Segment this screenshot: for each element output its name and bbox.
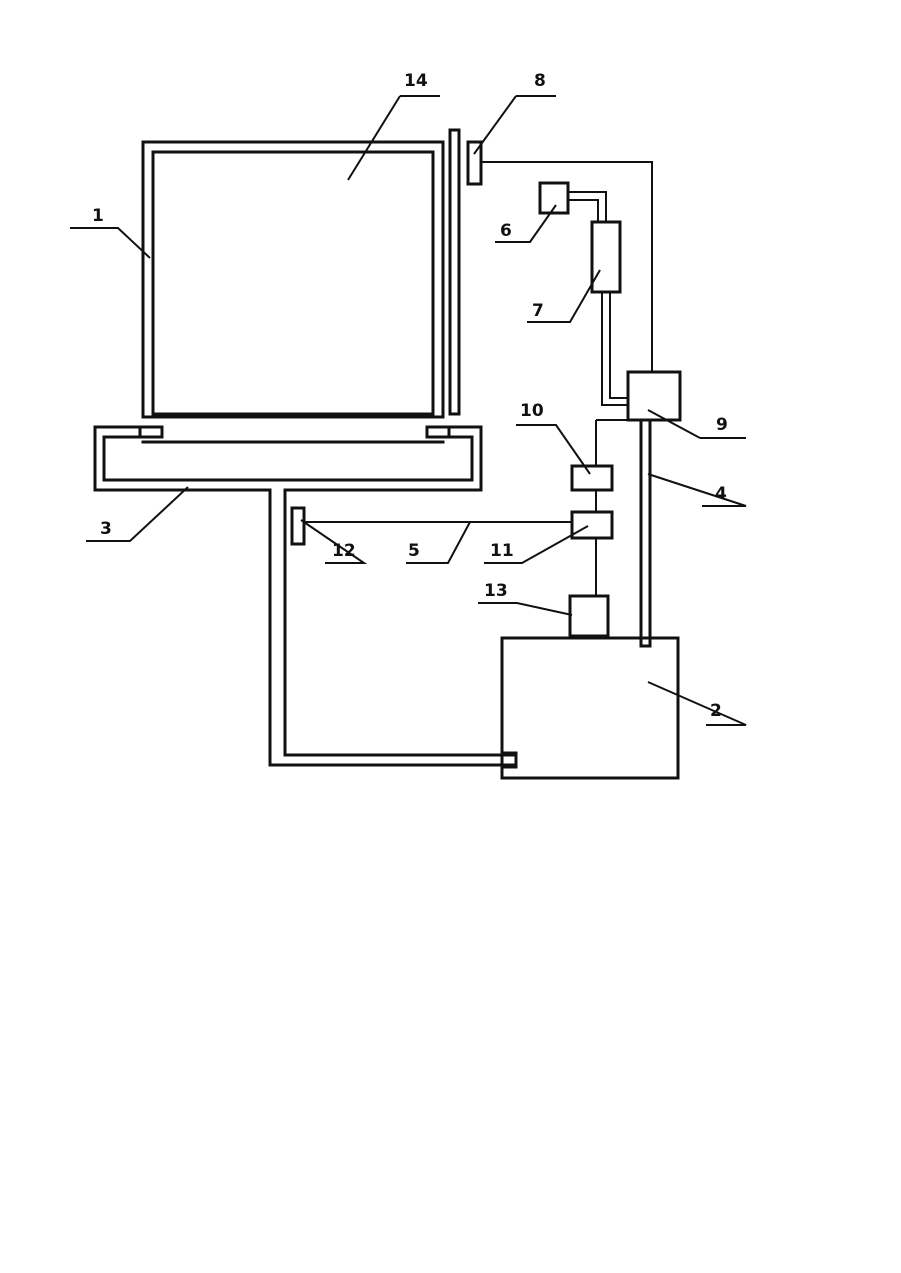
label-10: 10: [520, 401, 544, 421]
unit-7: [592, 222, 628, 405]
label-3: 3: [100, 519, 112, 539]
label-1: 1: [92, 206, 104, 226]
label-12: 12: [332, 541, 356, 561]
unit-6: [540, 183, 606, 222]
tank-frame-1: [143, 142, 443, 417]
label-4: 4: [715, 484, 727, 504]
label-6: 6: [500, 221, 512, 241]
label-13: 13: [484, 581, 508, 601]
label-14: 14: [404, 71, 428, 91]
unit-13: [570, 596, 608, 636]
unit-9: [596, 372, 680, 420]
unit-10: [572, 466, 612, 490]
bottom-channel-3: [95, 427, 516, 767]
label-2: 2: [710, 701, 722, 721]
side-pipe: [450, 130, 459, 414]
sensor-12: [292, 508, 304, 544]
sensor-8: [468, 142, 652, 372]
tank-2: [502, 638, 678, 778]
label-11: 11: [490, 541, 514, 561]
label-8: 8: [534, 71, 546, 91]
unit-11: [572, 512, 612, 538]
pipe-4: [641, 420, 650, 646]
label-9: 9: [716, 415, 728, 435]
label-5: 5: [408, 541, 420, 561]
label-7: 7: [532, 301, 544, 321]
